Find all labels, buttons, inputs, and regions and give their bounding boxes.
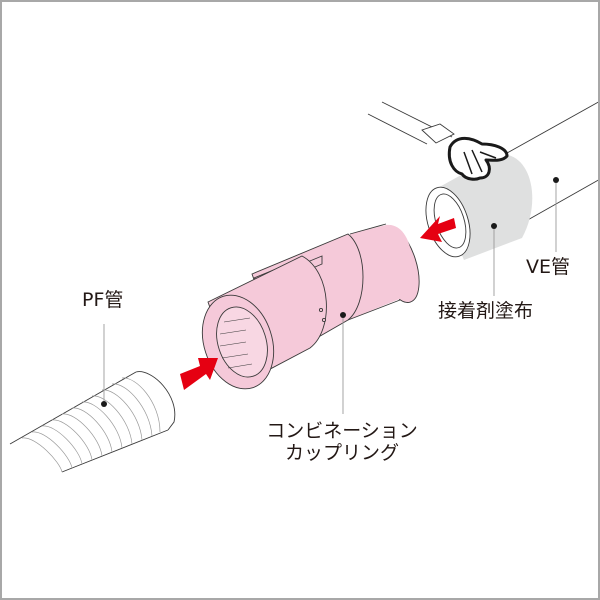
combination-coupling	[201, 223, 420, 390]
coupling-label-line2: カップリング	[284, 442, 399, 464]
leader-dots	[101, 177, 559, 407]
pf-pipe	[9, 371, 176, 473]
ve-pipe-label: VE管	[526, 256, 571, 278]
pf-pipe-label: PF管	[82, 289, 124, 311]
ve-pipe	[367, 101, 598, 260]
adhesive-label: 接着剤塗布	[438, 300, 534, 322]
arrow-right-icon	[180, 358, 218, 390]
brush-icon	[447, 136, 509, 181]
arrow-left-icon	[420, 216, 456, 242]
leader-lines	[103, 180, 557, 414]
coupling-label-line1: コンビネーション	[266, 420, 418, 442]
